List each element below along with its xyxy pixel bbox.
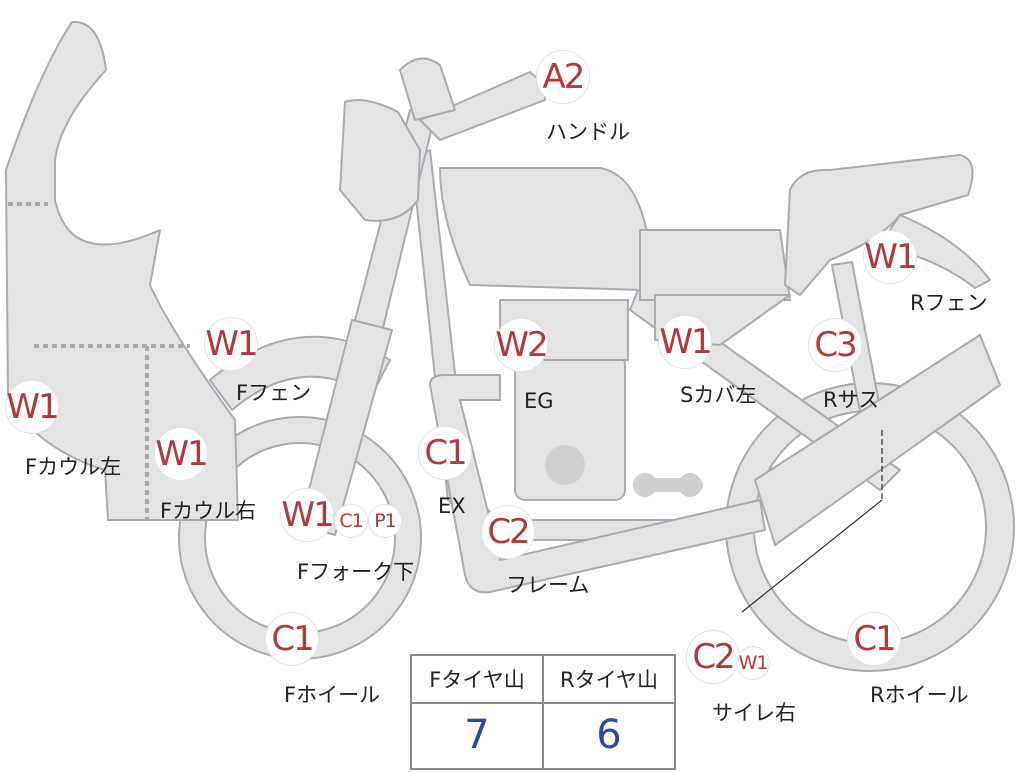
- label-f-fender: Fフェン: [236, 381, 312, 405]
- muffler: [754, 334, 1001, 546]
- label-eg: EG: [524, 389, 554, 413]
- code-f-cowl-right: W1: [154, 427, 209, 481]
- label-ex: EX: [438, 494, 466, 518]
- front-fork-lower: [299, 319, 393, 536]
- code-f-cowl-left: W1: [5, 380, 60, 434]
- code-eg: W2: [494, 318, 549, 372]
- tire-tread-table: Fタイヤ山 Rタイヤ山 7 6: [410, 654, 676, 770]
- code-r-wheel: C1: [847, 612, 901, 666]
- code-r-suspension: C3: [808, 318, 862, 372]
- handlebar-grip: [399, 57, 456, 121]
- label-frame: フレーム: [506, 573, 590, 597]
- code-frame: C2: [481, 505, 535, 559]
- footpeg-end-left: [633, 473, 657, 497]
- side-panel: [639, 229, 791, 301]
- label-silencer-right: サイレ右: [712, 701, 796, 725]
- label-r-suspension: Rサス: [823, 388, 880, 412]
- rear-tread-header: Rタイヤ山: [544, 656, 674, 704]
- code-ex: C1: [418, 426, 472, 480]
- code-handle: A2: [536, 50, 590, 104]
- code-f-fender: W1: [204, 317, 259, 371]
- tread-table-divider: [542, 656, 544, 768]
- code-silencer-right-1: C2: [686, 630, 740, 684]
- code-r-fender: W1: [863, 230, 918, 284]
- front-tread-value: 7: [464, 712, 490, 758]
- footpeg-end-right: [678, 473, 702, 497]
- rear-tread-value: 6: [596, 712, 622, 758]
- code-f-fork-lower-2: C1: [334, 504, 368, 538]
- label-f-cowl-left: Fカウル左: [25, 455, 122, 479]
- label-r-wheel: Rホイール: [870, 683, 969, 707]
- code-silencer-right-2: W1: [736, 646, 770, 680]
- label-f-cowl-right: Fカウル右: [160, 499, 257, 523]
- label-s-cover-left: Sカバ左: [680, 383, 757, 407]
- label-f-fork-lower: Fフォーク下: [297, 560, 415, 584]
- fuel-tank: [439, 167, 651, 291]
- code-f-fork-lower-1: W1: [280, 488, 335, 542]
- front-tread-header: Fタイヤ山: [412, 656, 542, 704]
- label-handle: ハンドル: [546, 120, 630, 144]
- code-f-fork-lower-3: P1: [368, 504, 402, 538]
- code-f-wheel: C1: [265, 612, 319, 666]
- silencer-leader-diagonal: [741, 499, 883, 613]
- seat: [784, 154, 974, 296]
- exhaust-pipe: [429, 374, 766, 594]
- label-f-wheel: Fホイール: [284, 683, 381, 707]
- cowl: [5, 20, 239, 521]
- headlight: [339, 99, 421, 222]
- label-r-fender: Rフェン: [910, 291, 988, 315]
- engine-cover: [545, 445, 585, 485]
- code-s-cover-left: W1: [658, 315, 713, 369]
